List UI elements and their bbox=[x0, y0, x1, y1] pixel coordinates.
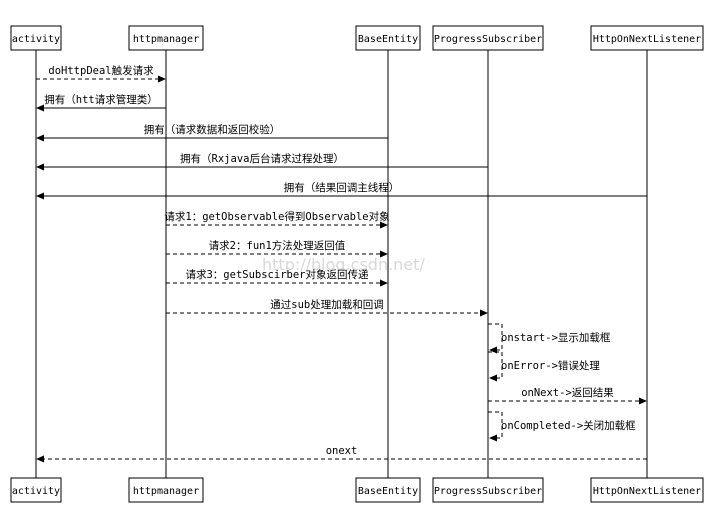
arrowhead bbox=[489, 374, 497, 382]
message-label: onstart->显示加载框 bbox=[501, 331, 611, 344]
participant-box bbox=[590, 25, 704, 51]
message-8: 请求3：getSubscirber对象返回传递 bbox=[166, 268, 388, 287]
participant-httpmanager-top: httpmanager bbox=[128, 25, 204, 51]
lifelines bbox=[35, 50, 648, 478]
participant-label: HttpOnNextListener bbox=[593, 34, 701, 45]
message-label: 拥有（Rxjava后台请求过程处理） bbox=[180, 152, 344, 165]
participant-baseentity-bottom: BaseEntity bbox=[355, 477, 421, 503]
message-12: onNext->返回结果 bbox=[488, 386, 647, 405]
arrowhead bbox=[489, 434, 497, 442]
arrowhead bbox=[36, 104, 44, 112]
participant-label: httpmanager bbox=[133, 486, 199, 497]
participant-httpmanager-bottom: httpmanager bbox=[128, 477, 204, 503]
watermark: http://blog.csdn.net/ bbox=[262, 255, 425, 274]
participant-box bbox=[432, 477, 544, 503]
message-14: onext bbox=[36, 445, 647, 463]
message-6: 请求1：getObservable得到Observable对象 bbox=[164, 210, 390, 229]
participant-activity-top: activity bbox=[10, 25, 62, 51]
arrowhead bbox=[480, 309, 488, 317]
message-5: 拥有（结果回调主线程） bbox=[36, 181, 647, 200]
message-label: onNext->返回结果 bbox=[521, 386, 614, 399]
message-label: 请求2：fun1方法处理返回值 bbox=[209, 239, 346, 252]
message-label: 通过sub处理加载和回调 bbox=[270, 298, 383, 311]
message-3: 拥有（请求数据和返回校验） bbox=[36, 123, 388, 142]
participant-baseentity-top: BaseEntity bbox=[355, 25, 421, 51]
message-9: 通过sub处理加载和回调 bbox=[166, 298, 488, 317]
message-label: 拥有（结果回调主线程） bbox=[284, 181, 400, 194]
participant-box bbox=[128, 477, 204, 503]
arrowhead bbox=[639, 397, 647, 405]
message-13: onCompleted->关闭加载框 bbox=[488, 411, 636, 442]
arrowhead bbox=[36, 455, 44, 463]
participant-box bbox=[355, 477, 421, 503]
participant-label: activity bbox=[12, 34, 60, 45]
message-label: 拥有（请求数据和返回校验） bbox=[144, 123, 281, 136]
arrowhead bbox=[36, 192, 44, 200]
arrowhead bbox=[158, 75, 166, 83]
self-message-line bbox=[488, 351, 503, 379]
participant-box bbox=[432, 25, 544, 51]
message-label: doHttpDeal触发请求 bbox=[48, 64, 154, 77]
message-label: onError->错误处理 bbox=[501, 359, 600, 372]
participant-box bbox=[10, 25, 62, 51]
self-message-line bbox=[488, 323, 503, 351]
message-label: 拥有（htt请求管理类） bbox=[44, 93, 157, 106]
arrowhead bbox=[380, 221, 388, 229]
arrowhead bbox=[380, 250, 388, 258]
participant-label: ProgressSubscriber bbox=[434, 34, 542, 45]
message-2: 拥有（htt请求管理类） bbox=[36, 93, 166, 112]
participant-activity-bottom: activity bbox=[10, 477, 62, 503]
message-label: 请求3：getSubscirber对象返回传递 bbox=[185, 268, 369, 281]
participant-boxes: activityactivityhttpmanagerhttpmanagerBa… bbox=[10, 25, 704, 503]
participant-progresssubscriber-bottom: ProgressSubscriber bbox=[432, 477, 544, 503]
message-label: 请求1：getObservable得到Observable对象 bbox=[164, 210, 389, 223]
participant-label: HttpOnNextListener bbox=[593, 486, 701, 497]
message-11: onError->错误处理 bbox=[488, 351, 600, 382]
participant-box bbox=[128, 25, 204, 51]
participant-progresssubscriber-top: ProgressSubscriber bbox=[432, 25, 544, 51]
arrowhead bbox=[36, 134, 44, 142]
participant-label: BaseEntity bbox=[358, 34, 418, 45]
arrowhead bbox=[380, 279, 388, 287]
self-message-line bbox=[488, 411, 503, 439]
message-1: doHttpDeal触发请求 bbox=[36, 64, 166, 83]
participant-httponnextlistener-top: HttpOnNextListener bbox=[590, 25, 704, 51]
message-label: onCompleted->关闭加载框 bbox=[501, 419, 636, 432]
participant-label: ProgressSubscriber bbox=[434, 486, 542, 497]
participant-httponnextlistener-bottom: HttpOnNextListener bbox=[590, 477, 704, 503]
participant-label: httpmanager bbox=[133, 34, 199, 45]
message-label: onext bbox=[326, 445, 358, 457]
message-10: onstart->显示加载框 bbox=[488, 323, 611, 354]
participant-box bbox=[590, 477, 704, 503]
participant-label: activity bbox=[12, 486, 60, 497]
participant-label: BaseEntity bbox=[358, 486, 418, 497]
participant-box bbox=[10, 477, 62, 503]
arrowhead bbox=[36, 163, 44, 171]
message-7: 请求2：fun1方法处理返回值 bbox=[166, 239, 388, 258]
participant-box bbox=[355, 25, 421, 51]
message-4: 拥有（Rxjava后台请求过程处理） bbox=[36, 152, 488, 171]
